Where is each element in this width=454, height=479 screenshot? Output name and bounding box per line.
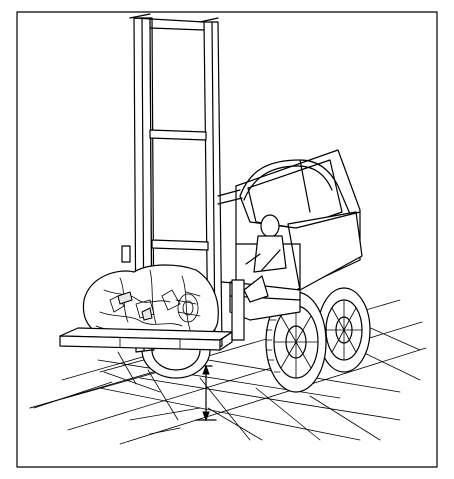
height-dimension-icon [195,364,217,422]
forklift-forks [59,327,233,351]
wheel-icon [317,287,371,373]
wheel-icon [265,291,327,393]
operator-icon [245,214,287,273]
load-bundle-icon [82,264,219,345]
figure-frame [16,11,438,468]
forklift-chassis [229,275,301,321]
